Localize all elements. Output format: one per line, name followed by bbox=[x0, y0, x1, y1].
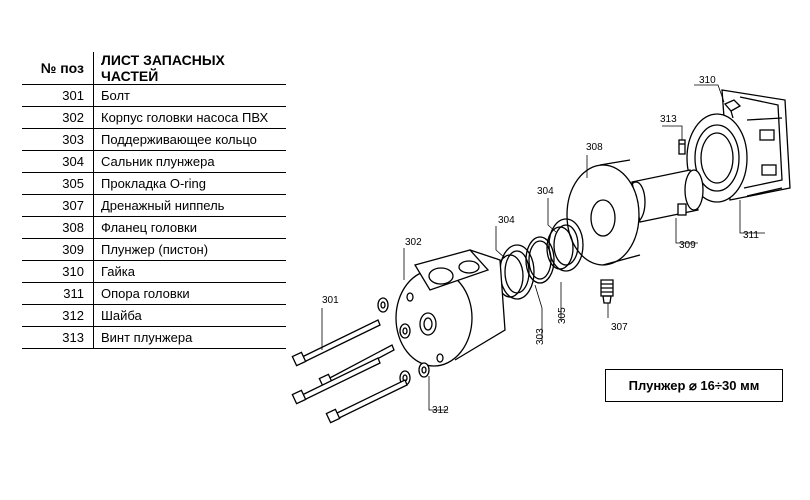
o-ring-305 bbox=[525, 236, 555, 284]
part-name: Корпус головки насоса ПВХ bbox=[93, 106, 286, 129]
part-number: 305 bbox=[22, 172, 94, 195]
plunger-screw-313 bbox=[678, 139, 686, 155]
header-pos: № поз bbox=[22, 52, 94, 85]
label-305: 305 bbox=[557, 307, 568, 324]
part-name: Шайба bbox=[93, 304, 286, 327]
part-number: 307 bbox=[22, 194, 94, 217]
label-304-right: 304 bbox=[537, 186, 554, 197]
packing-304-right bbox=[546, 218, 584, 272]
part-name: Опора головки bbox=[93, 282, 286, 305]
label-307: 307 bbox=[611, 322, 628, 333]
part-name: Поддерживающее кольцо bbox=[93, 128, 286, 151]
label-304-left: 304 bbox=[498, 215, 515, 226]
nut-310 bbox=[723, 99, 742, 119]
callout-labels: 301 302 303 304 304 305 307 308 309 310 … bbox=[322, 75, 759, 416]
table-header-row: № поз ЛИСТ ЗАПАСНЫХ ЧАСТЕЙ bbox=[22, 52, 286, 85]
label-312: 312 bbox=[432, 405, 449, 416]
bolts-301 bbox=[291, 319, 408, 424]
part-name: Прокладка O-ring bbox=[93, 172, 286, 195]
plunger-size-text: Плунжер ⌀ 16÷30 мм bbox=[628, 377, 760, 393]
label-302: 302 bbox=[405, 237, 422, 248]
plunger-size-note: Плунжер ⌀ 16÷30 мм bbox=[605, 369, 783, 402]
part-number: 304 bbox=[22, 150, 94, 173]
label-303: 303 bbox=[535, 328, 546, 345]
label-301: 301 bbox=[322, 295, 339, 306]
part-number: 302 bbox=[22, 106, 94, 129]
part-number: 312 bbox=[22, 304, 94, 327]
part-name: Сальник плунжера bbox=[93, 150, 286, 173]
label-308: 308 bbox=[586, 142, 603, 153]
drain-nipple-307 bbox=[600, 279, 614, 304]
label-311: 311 bbox=[743, 230, 759, 241]
part-number: 311 bbox=[22, 282, 94, 305]
pump-head-body-302 bbox=[395, 249, 506, 367]
leader-lines bbox=[321, 84, 765, 411]
part-number: 301 bbox=[22, 84, 94, 107]
part-number: 313 bbox=[22, 326, 94, 349]
part-number: 309 bbox=[22, 238, 94, 261]
part-name: Винт плунжера bbox=[93, 326, 286, 349]
part-number: 303 bbox=[22, 128, 94, 151]
part-name: Гайка bbox=[93, 260, 286, 283]
header-title: ЛИСТ ЗАПАСНЫХ ЧАСТЕЙ bbox=[93, 52, 286, 85]
part-name: Плунжер (пистон) bbox=[93, 238, 286, 261]
washers-312 bbox=[377, 297, 430, 386]
part-number: 308 bbox=[22, 216, 94, 239]
label-310: 310 bbox=[699, 75, 716, 86]
part-name: Фланец головки bbox=[93, 216, 286, 239]
head-flange-308 bbox=[566, 159, 641, 266]
part-number: 310 bbox=[22, 260, 94, 283]
label-313: 313 bbox=[660, 114, 677, 125]
part-name: Дренажный ниппель bbox=[93, 194, 286, 217]
part-name: Болт bbox=[93, 84, 286, 107]
label-309: 309 bbox=[679, 240, 696, 251]
